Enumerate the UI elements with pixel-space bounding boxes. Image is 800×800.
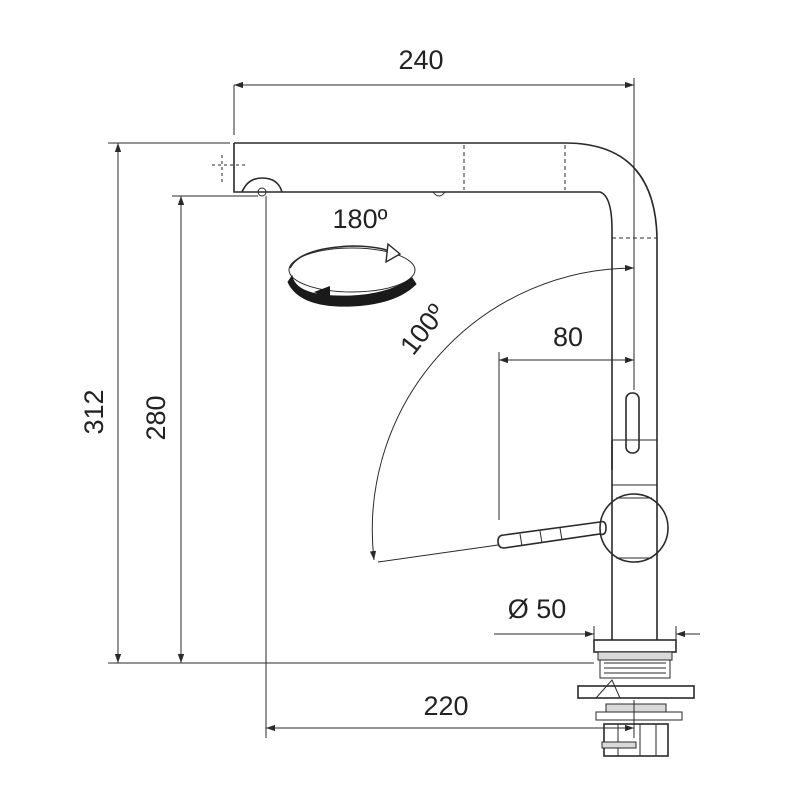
fixing-bracket: [595, 679, 621, 699]
dimension-lines: [108, 78, 700, 738]
label-handle-offset: 80: [553, 322, 583, 352]
base-thread-lines: [604, 662, 666, 674]
fixing-nut: [595, 711, 683, 721]
faucet-column: [611, 440, 658, 640]
label-spout-reach: 240: [398, 45, 443, 75]
lower-nut: [603, 723, 669, 757]
label-spout-rotation: 180º: [333, 204, 388, 234]
label-outlet-to-base: 220: [423, 691, 468, 721]
dim-240-extension: [233, 78, 635, 390]
dim-100-extension: [377, 544, 499, 563]
fixing-plate: [577, 685, 695, 699]
spout: [233, 142, 658, 470]
base-gasket: [597, 651, 673, 661]
fixing-washer: [605, 703, 667, 713]
spray-button: [432, 191, 446, 197]
lower-bolt: [601, 741, 637, 749]
rotation-arrow-icon: [287, 242, 417, 307]
dim-100-arc: [369, 264, 635, 561]
dim-312-extension: [108, 142, 594, 664]
base-flange: [593, 639, 677, 653]
lever-swung: [497, 520, 607, 549]
outlet-hole: [257, 187, 267, 197]
lever-upright: [625, 392, 640, 454]
label-base-diameter: Ø 50: [508, 594, 567, 624]
faucet-body: [212, 142, 695, 757]
label-total-height: 312: [79, 389, 109, 434]
lower-nut-flats: [617, 724, 657, 756]
mounting-kit: [577, 639, 695, 757]
label-spout-height: 280: [141, 395, 171, 440]
base-thread: [599, 659, 671, 679]
outlet-nozzle: [241, 177, 283, 193]
pivot-lines: [616, 497, 652, 559]
